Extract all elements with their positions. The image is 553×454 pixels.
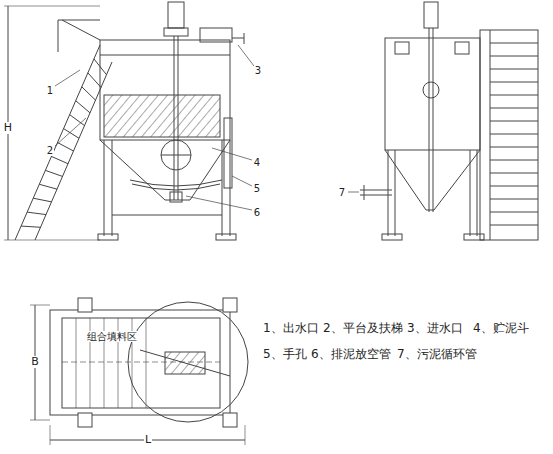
legend-item: 3、进水口 <box>406 322 464 335</box>
legend-item: 4、贮泥斗 <box>472 322 530 335</box>
callout-number: 3 <box>254 65 262 76</box>
callout-number: 2 <box>46 145 54 156</box>
dimension-label: L <box>144 434 152 446</box>
side-elevation <box>348 2 538 240</box>
legend-item: 6、排泥放空管 <box>310 348 392 361</box>
zone-label: 组合填料区 <box>86 331 138 342</box>
legend-item: 5、手孔 <box>262 348 308 361</box>
dimension-label: B <box>30 356 40 368</box>
callout-number: 4 <box>253 157 261 168</box>
callout-number: 1 <box>46 85 54 96</box>
callout-number: 5 <box>253 183 261 194</box>
legend-item: 7、污泥循环管 <box>396 348 478 361</box>
legend-item: 1、出水口 <box>262 322 320 335</box>
front-elevation <box>4 2 254 240</box>
callout-number: 7 <box>338 187 346 198</box>
callout-number: 6 <box>253 207 261 218</box>
dimension-label: H <box>3 122 13 134</box>
legend-item: 2、平台及扶梯 <box>322 322 404 335</box>
plan-view <box>30 298 248 445</box>
